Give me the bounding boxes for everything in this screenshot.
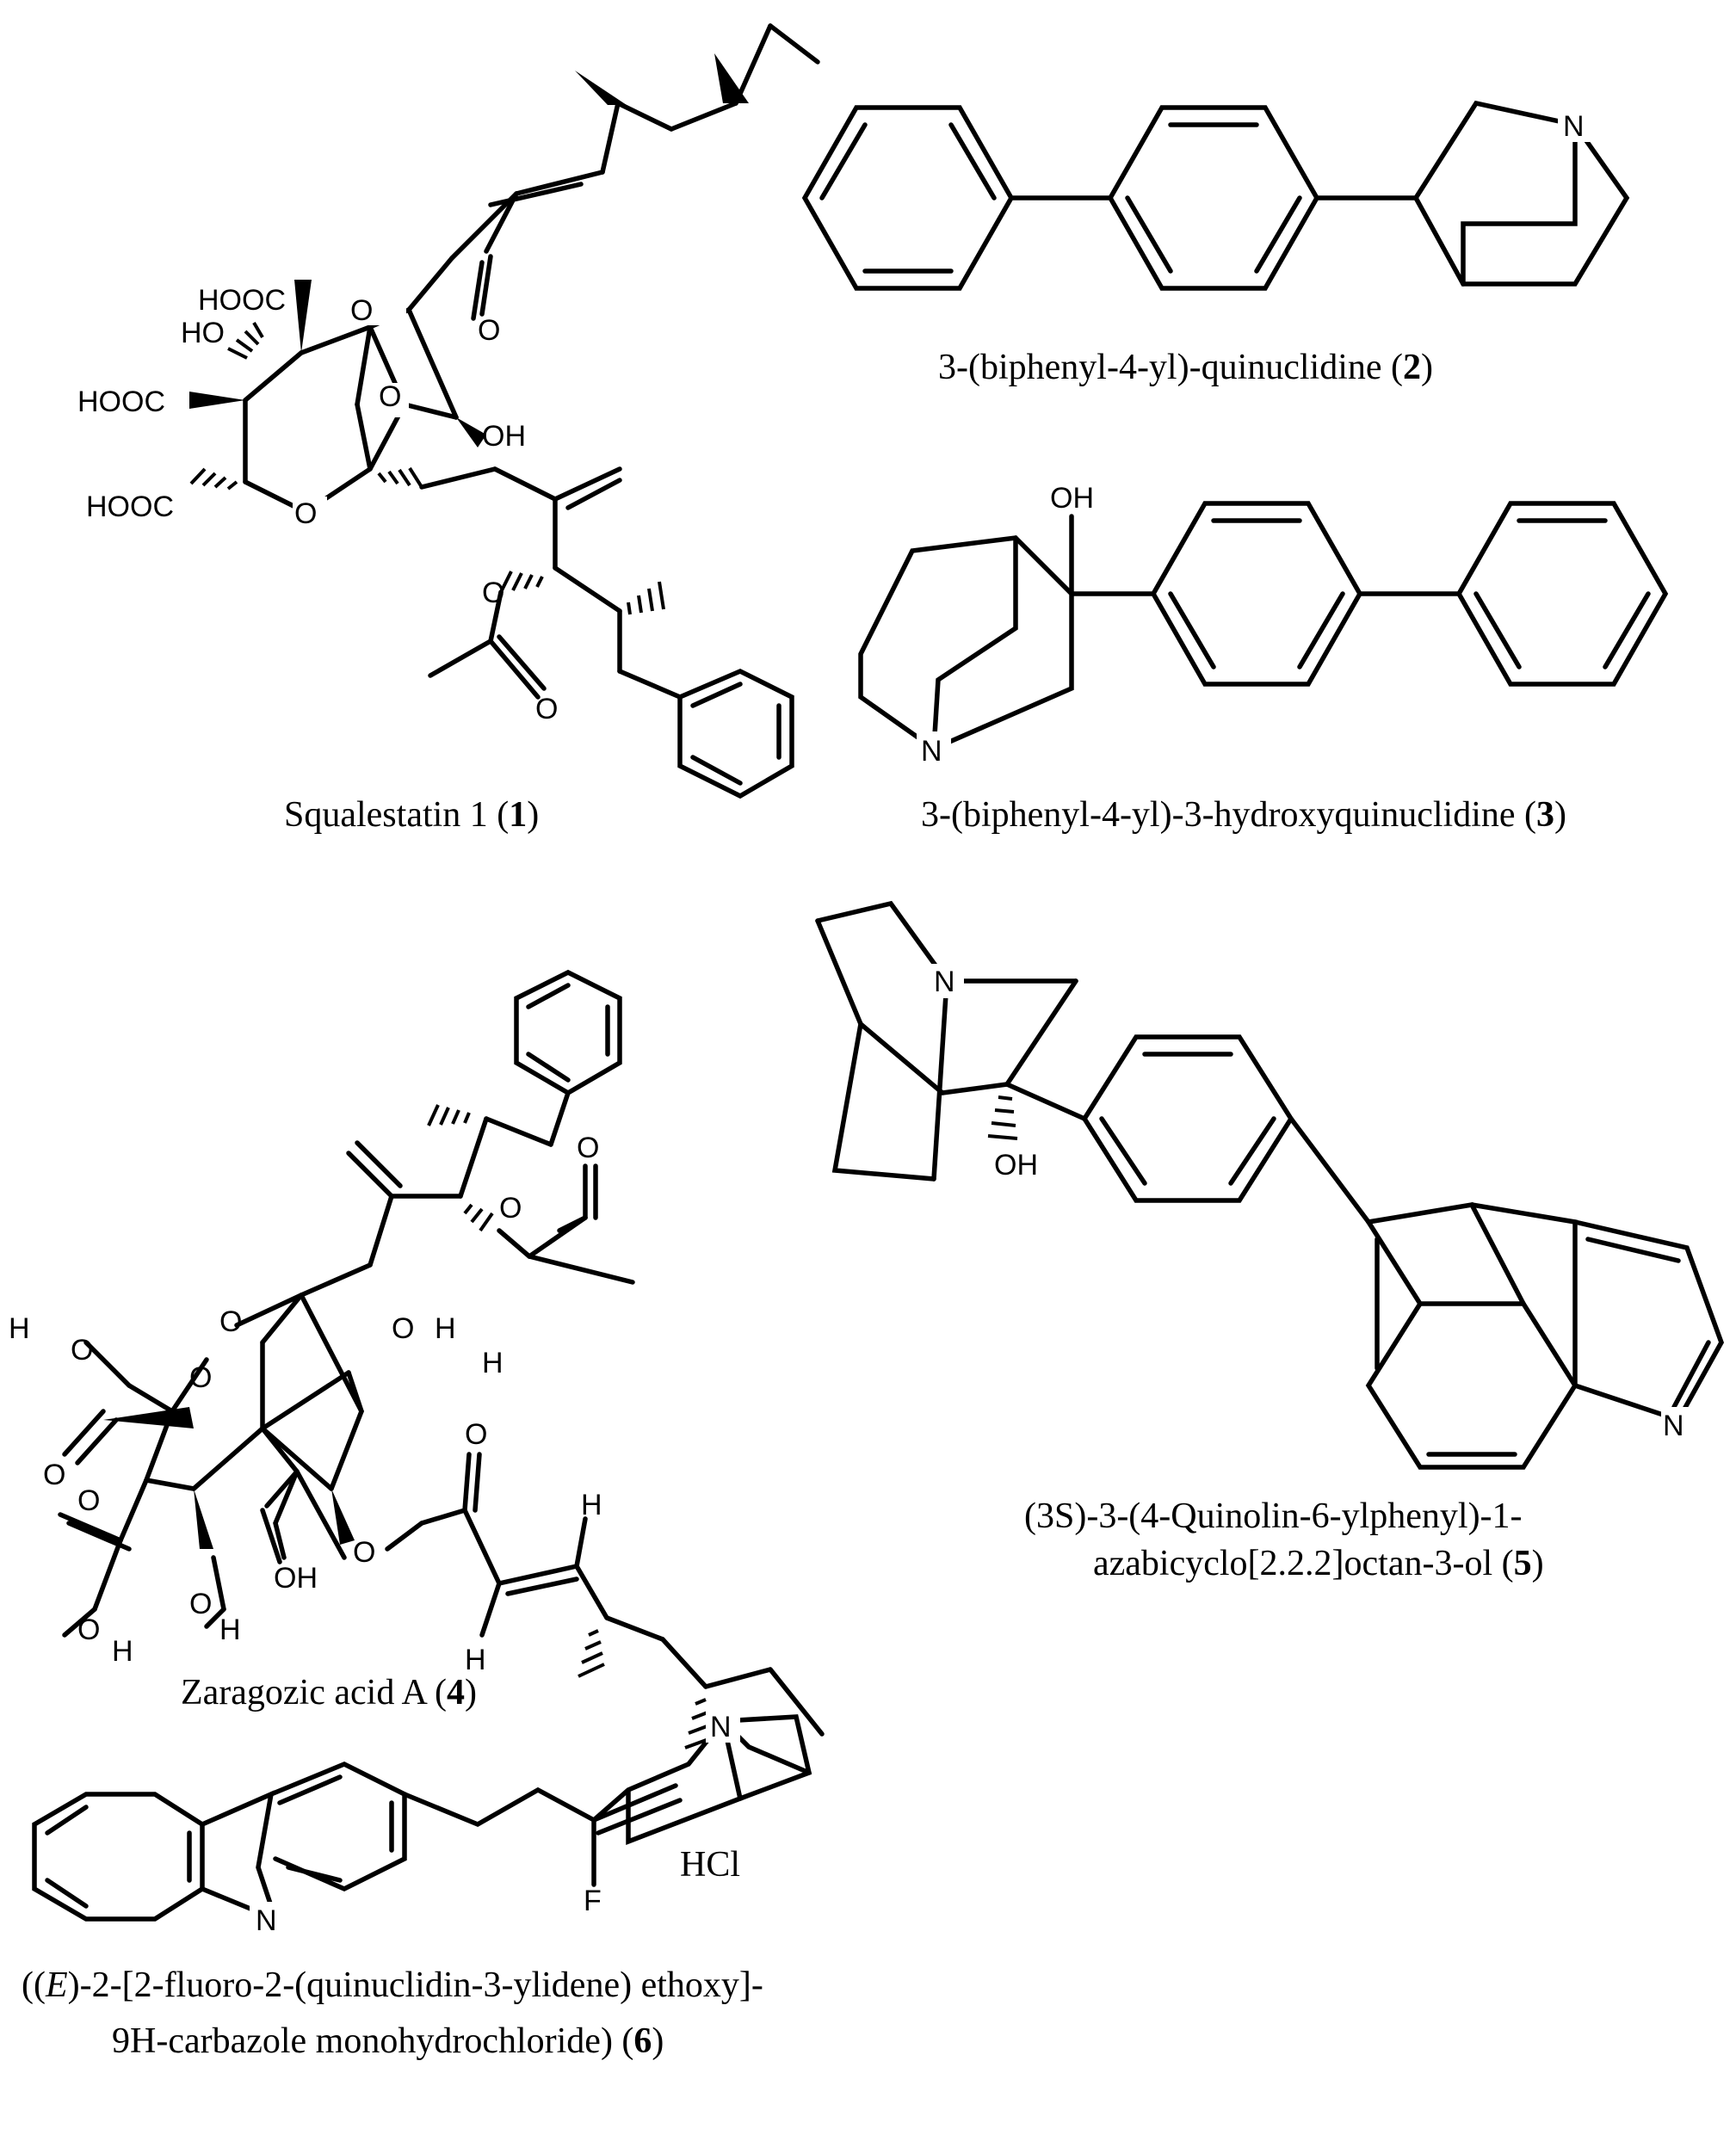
atom-label-o: O <box>189 1361 212 1394</box>
compound-4-zaragozic-acid: H O O O O O H H O O H O H OH O O H H O O… <box>9 969 825 1749</box>
atom-label-o: O <box>77 1614 100 1646</box>
wedge-bond <box>294 280 312 353</box>
atom-label-hooc: HOOC <box>86 491 174 523</box>
caption-compound-4: Zaragozic acid A (4) <box>181 1673 477 1712</box>
caption-compound-5-line2: azabicyclo[2.2.2]octan-3-ol (5) <box>1093 1544 1544 1583</box>
atom-label-n: N <box>1563 110 1585 143</box>
caption-compound-2: 3-(biphenyl-4-yl)-quinuclidine (2) <box>938 348 1433 387</box>
atom-label-o: O <box>465 1418 487 1451</box>
atom-label-o: O <box>77 1484 100 1517</box>
caption-compound-1: Squalestatin 1 (1) <box>284 795 539 835</box>
wedge-bond <box>456 417 486 447</box>
wedge-bond <box>103 1407 194 1428</box>
caption-compound-5-line1: (3S)-3-(4-Quinolin-6-ylphenyl)-1- <box>1024 1496 1523 1536</box>
atom-label-o: O <box>478 314 500 347</box>
atom-label-o: O <box>219 1305 242 1338</box>
atom-label-o: O <box>379 380 401 413</box>
label-hcl: HCl <box>680 1845 740 1885</box>
atom-label-h: H <box>435 1312 456 1345</box>
compound-2-quinuclidine: N 3-(biphenyl-4-yl)-quinuclidine (2) <box>801 100 1630 387</box>
atom-label-o: O <box>482 577 504 609</box>
atom-label-o: O <box>577 1132 599 1164</box>
atom-label-oh: OH <box>482 420 526 453</box>
atom-label-h: H <box>465 1644 486 1676</box>
atom-label-h: H <box>482 1347 504 1379</box>
atom-label-h: H <box>9 1312 30 1345</box>
compound-5-quinolinylphenyl: N OH N (3S)-3-(4-Quinolin-6-ylphenyl)-1-… <box>815 900 1725 1583</box>
compound-3-hydroxyquinuclidine: N OH 3-(biphenyl-4-yl)-3-hydroxyquinucli… <box>858 482 1669 835</box>
atom-label-o: O <box>535 693 558 725</box>
atom-label-n: N <box>256 1904 277 1937</box>
atom-label-o: O <box>350 294 373 327</box>
atom-label-oh: OH <box>1050 482 1094 515</box>
atom-label-n: N <box>934 966 955 998</box>
compound-6-carbazole: N N F HCl ((E)-2-[2-fluoro-2-(quinuclidi… <box>22 1708 812 2061</box>
caption-compound-6-line1: ((E)-2-[2-fluoro-2-(quinuclidin-3-yliden… <box>22 1965 763 2005</box>
atom-label-hooc: HOOC <box>77 386 165 418</box>
wedge-bond <box>714 53 749 103</box>
atom-label-h: H <box>581 1489 602 1521</box>
caption-compound-3: 3-(biphenyl-4-yl)-3-hydroxyquinuclidine … <box>921 795 1566 835</box>
wedge-bond <box>189 392 245 409</box>
atom-label-hooc: HOOC <box>198 284 286 317</box>
atom-label-o: O <box>71 1334 93 1367</box>
atom-label-f: F <box>584 1885 602 1917</box>
wedge-bond <box>194 1489 213 1549</box>
wedge-bond <box>331 1489 355 1545</box>
atom-label-o: O <box>353 1536 375 1569</box>
atom-label-oh: OH <box>994 1149 1038 1182</box>
wedge-bond <box>575 71 627 105</box>
atom-label-oh: OH <box>274 1562 318 1595</box>
atom-label-o: O <box>499 1192 522 1225</box>
compound-1-squalestatin: O O O HOOC HO HOOC HOOC OH O O O Squales… <box>77 23 820 835</box>
atom-label-ho: HO <box>181 317 225 349</box>
atom-label-n: N <box>921 735 942 768</box>
atom-label-o: O <box>294 497 317 530</box>
atom-label-n: N <box>710 1711 732 1743</box>
atom-label-n: N <box>1663 1410 1684 1442</box>
atom-label-h: H <box>112 1635 133 1668</box>
atom-label-o: O <box>392 1312 414 1345</box>
atom-label-o: O <box>43 1459 65 1491</box>
caption-compound-6-line2: 9H-carbazole monohydrochloride) (6) <box>112 2021 664 2061</box>
atom-label-h: H <box>219 1614 241 1646</box>
atom-label-o: O <box>189 1588 212 1620</box>
